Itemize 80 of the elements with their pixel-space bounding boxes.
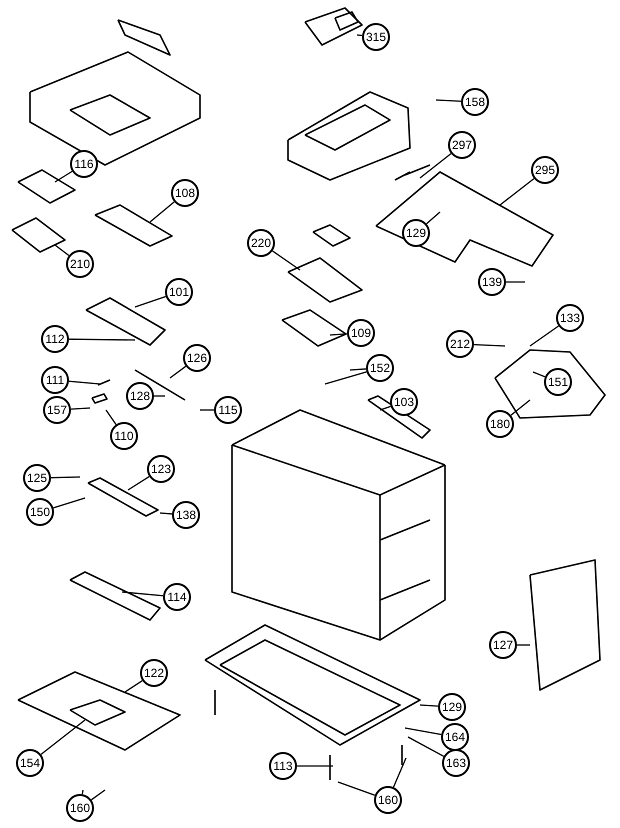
leader-line [500, 178, 534, 206]
callout-number: 164 [441, 723, 469, 751]
callout-number: 152 [366, 354, 394, 382]
leader-line [426, 212, 440, 224]
leader-line [356, 34, 362, 36]
leader-line [530, 326, 559, 347]
callout-number: 212 [446, 330, 474, 358]
leader-line [380, 406, 391, 411]
callout-number: 111 [41, 366, 69, 394]
leader-line [272, 250, 300, 271]
leader-line [474, 344, 506, 347]
leader-line [170, 366, 186, 379]
callout-number: 128 [126, 382, 154, 410]
callout-number: 123 [147, 455, 175, 483]
leader-line [54, 170, 72, 183]
leader-line [134, 296, 166, 308]
leader-line [510, 400, 530, 416]
callout-number: 295 [531, 156, 559, 184]
leader-line [392, 758, 407, 788]
leader-line [68, 380, 100, 385]
callout-number: 158 [461, 88, 489, 116]
callout-number: 157 [43, 396, 71, 424]
callout-number: 138 [172, 501, 200, 529]
callout-number: 113 [269, 752, 297, 780]
leader-line [408, 736, 444, 757]
callout-number: 180 [486, 410, 514, 438]
leader-line [200, 409, 214, 411]
leader-line [420, 704, 438, 707]
callout-number: 154 [16, 749, 44, 777]
callout-number: 115 [214, 396, 242, 424]
leader-line [324, 371, 367, 385]
callout-number: 160 [66, 794, 94, 822]
leader-line [40, 719, 86, 755]
leader-line [150, 201, 175, 222]
leader-line [54, 244, 70, 256]
callout-number: 101 [165, 278, 193, 306]
callout-number: 126 [183, 344, 211, 372]
leader-line [506, 281, 525, 283]
leader-line [350, 368, 366, 371]
callout-number: 220 [247, 229, 275, 257]
callout-number: 129 [438, 693, 466, 721]
callout-number: 210 [66, 250, 94, 278]
leader-line [404, 727, 442, 736]
leader-line [297, 765, 333, 767]
leader-line [69, 338, 135, 341]
callout-number: 151 [544, 368, 572, 396]
callout-number: 139 [478, 268, 506, 296]
callout-number: 315 [362, 23, 390, 51]
leader-line [122, 591, 164, 596]
callout-number: 160 [374, 786, 402, 814]
callout-number: 129 [402, 219, 430, 247]
callout-number: 103 [390, 388, 418, 416]
leader-line [420, 153, 452, 179]
leader-line [53, 497, 86, 508]
callout-number: 112 [41, 325, 69, 353]
leader-line [70, 407, 90, 410]
leader-line [124, 680, 143, 693]
callout-number: 125 [23, 464, 51, 492]
leader-line [90, 789, 106, 800]
leader-line [338, 781, 376, 796]
leader-line [517, 644, 530, 646]
leader-line [82, 790, 84, 794]
callout-number: 122 [140, 659, 168, 687]
callout-number: 163 [442, 749, 470, 777]
callout-number: 109 [347, 319, 375, 347]
callout-number: 108 [171, 179, 199, 207]
callout-number: 297 [448, 131, 476, 159]
leader-line [532, 371, 546, 378]
leader-line [50, 476, 80, 478]
callout-number: 110 [110, 422, 138, 450]
leader-line [154, 395, 165, 397]
leader-line [105, 410, 117, 425]
leader-line [436, 99, 462, 102]
callout-number: 133 [556, 304, 584, 332]
callout-number: 127 [489, 631, 517, 659]
callout-number: 114 [163, 583, 191, 611]
callout-number: 116 [70, 150, 98, 178]
leader-line [160, 512, 172, 515]
callout-number: 150 [26, 498, 54, 526]
leader-line [330, 333, 348, 336]
